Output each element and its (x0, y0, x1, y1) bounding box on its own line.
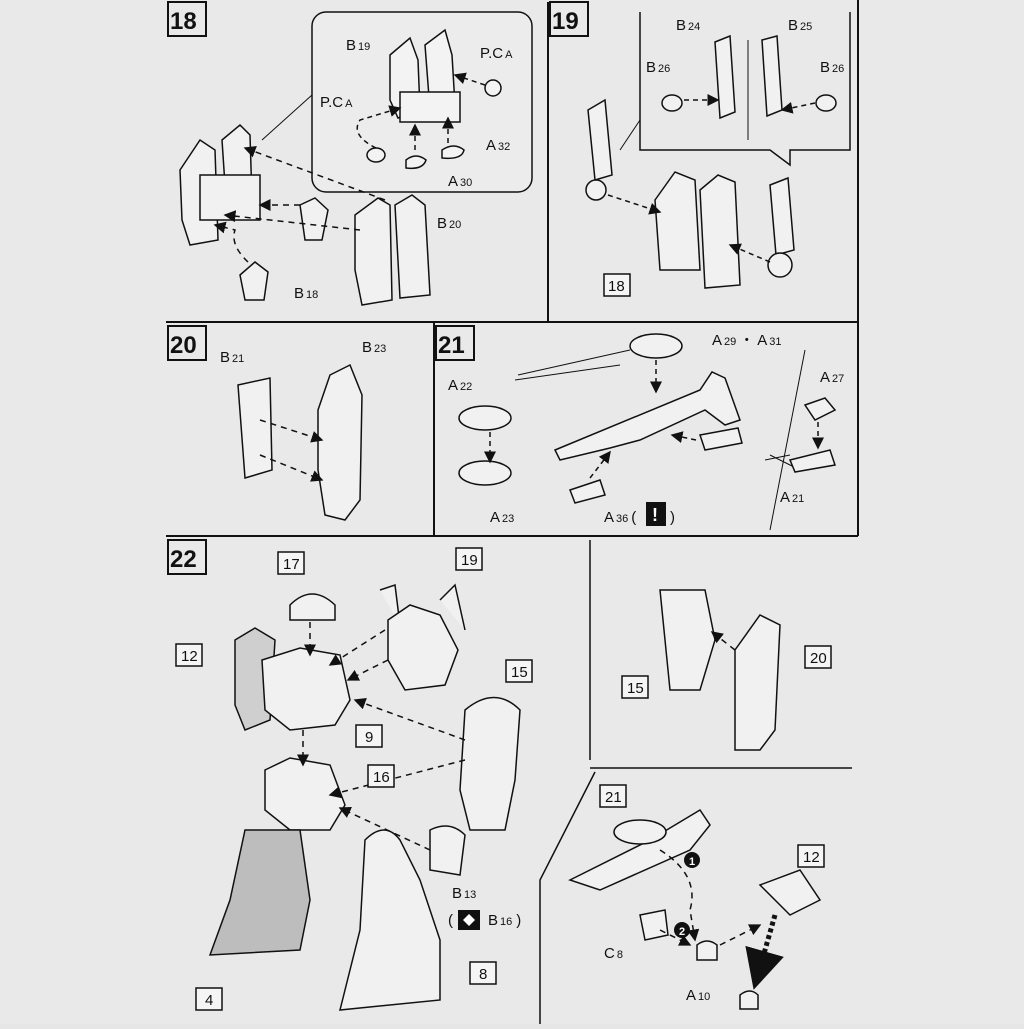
divider (539, 771, 596, 1024)
order-marker-2-label: 2 (679, 926, 685, 938)
label-paren-open: ( (448, 912, 453, 929)
ref-15-detail: 15 (627, 680, 644, 697)
bold-arrow (745, 914, 784, 990)
divider (769, 349, 806, 531)
ref-15: 15 (511, 664, 528, 681)
ref-16: 16 (373, 769, 390, 786)
step-18: 18 (167, 1, 533, 306)
ref-8: 8 (479, 966, 487, 983)
body-assembly (208, 583, 822, 1011)
ref-box-18 (603, 273, 631, 297)
shield-parts (237, 363, 363, 521)
order-marker-1-label: 1 (689, 856, 695, 868)
step-number: 20 (170, 332, 197, 359)
ref-boxes (175, 547, 832, 1011)
order-marker-1 (684, 852, 700, 868)
ref-19: 19 (461, 552, 478, 569)
callout-pointer (261, 94, 313, 141)
ref-12-detail: 12 (803, 849, 820, 866)
warning-icon (646, 502, 666, 526)
callout-lines (514, 349, 801, 471)
ref-17: 17 (283, 556, 300, 573)
thruster-parts (585, 34, 837, 289)
warning-mark: ! (652, 505, 658, 525)
step-number-box (167, 1, 207, 37)
step-22: 22 (167, 539, 852, 1024)
step-number-box (549, 1, 589, 37)
step-number-box (167, 325, 207, 361)
ref-20: 20 (810, 650, 827, 667)
step-number: 22 (170, 546, 197, 573)
ref-4: 4 (205, 992, 213, 1009)
order-marker-2 (674, 922, 690, 938)
ref-12: 12 (181, 648, 198, 665)
ref-21: 21 (605, 789, 622, 806)
panel-frames (166, 0, 859, 537)
label-close-paren: ) (670, 509, 675, 526)
rifle-parts (458, 333, 837, 504)
ref-9: 9 (365, 729, 373, 746)
step-number: 18 (170, 8, 197, 35)
backpack-assembly (179, 123, 431, 306)
step-number: 19 (552, 8, 579, 35)
cut-part-icon-mark (463, 914, 475, 926)
detail-backpack-part (366, 28, 502, 170)
callout-pointer (619, 119, 641, 151)
step-number: 21 (438, 332, 465, 359)
step-number-box (435, 325, 475, 361)
step-number-box (167, 539, 207, 575)
ref-label-18: 18 (608, 278, 625, 295)
detail-callout (639, 12, 851, 167)
